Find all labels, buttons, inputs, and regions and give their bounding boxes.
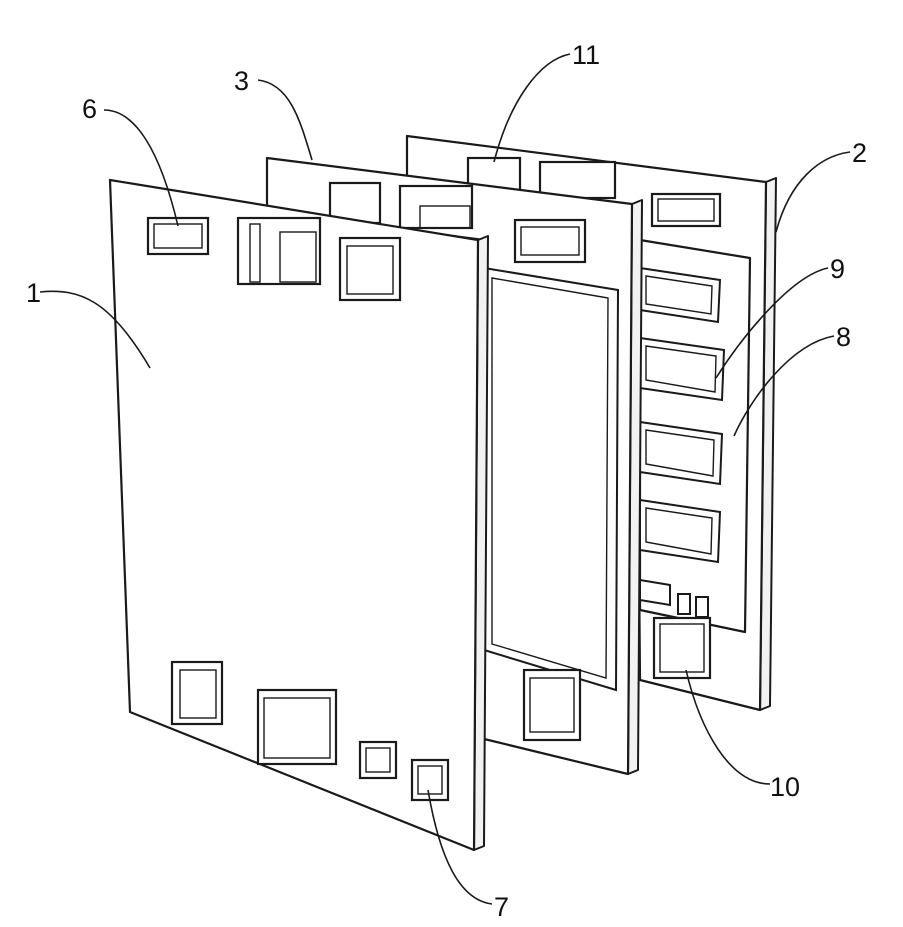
label-6: 6 <box>82 94 97 124</box>
plate-1 <box>110 180 488 850</box>
leader-11 <box>494 54 570 162</box>
label-9: 9 <box>830 254 845 284</box>
label-1: 1 <box>26 278 41 308</box>
window-3 <box>484 268 618 690</box>
label-8: 8 <box>836 322 851 352</box>
label-2: 2 <box>852 138 867 168</box>
label-11: 11 <box>572 40 600 70</box>
leader-3 <box>258 80 312 160</box>
label-10: 10 <box>770 772 800 802</box>
port-10 <box>654 618 710 678</box>
label-7: 7 <box>494 892 509 922</box>
label-3: 3 <box>234 66 249 96</box>
leader-2 <box>776 152 850 232</box>
